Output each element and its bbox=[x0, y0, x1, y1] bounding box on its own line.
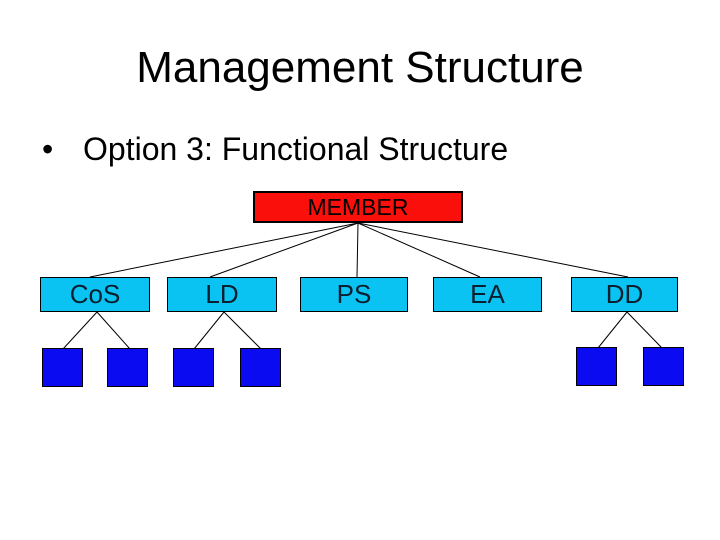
connector-member-ld bbox=[209, 222, 359, 278]
connector-member-ps bbox=[356, 222, 359, 278]
org-node-member: MEMBER bbox=[253, 191, 463, 223]
connector-dd-sub2 bbox=[626, 311, 663, 349]
connector-dd-sub1 bbox=[597, 311, 628, 349]
org-node-ld: LD bbox=[167, 277, 277, 312]
bullet-item: • Option 3: Functional Structure bbox=[42, 133, 508, 165]
org-node-ea: EA bbox=[433, 277, 542, 312]
org-node-ps: PS bbox=[300, 277, 408, 312]
connector-ld-sub2 bbox=[223, 311, 262, 350]
org-subunit-dd-2 bbox=[643, 347, 684, 386]
org-subunit-ld-1 bbox=[173, 348, 214, 387]
slide-title: Management Structure bbox=[136, 43, 584, 92]
org-subunit-ld-2 bbox=[240, 348, 281, 387]
connector-member-dd bbox=[357, 222, 629, 278]
bullet-marker: • bbox=[42, 131, 54, 167]
connector-member-cos bbox=[89, 222, 359, 278]
org-subunit-cos-1 bbox=[42, 348, 83, 387]
connector-member-ea bbox=[357, 222, 481, 278]
org-node-cos: CoS bbox=[40, 277, 150, 312]
org-subunit-cos-2 bbox=[107, 348, 148, 387]
connector-cos-sub2 bbox=[96, 311, 131, 350]
bullet-text: Option 3: Functional Structure bbox=[83, 131, 509, 167]
org-subunit-dd-1 bbox=[576, 347, 617, 386]
org-node-dd: DD bbox=[571, 277, 678, 312]
connector-cos-sub1 bbox=[62, 311, 98, 350]
connector-ld-sub1 bbox=[193, 311, 225, 350]
